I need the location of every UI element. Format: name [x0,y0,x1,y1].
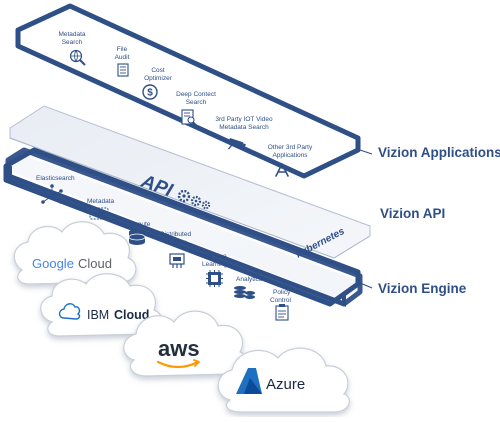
clipboard-icon [275,304,289,321]
engine-item-policy-control: Policy Control [270,289,292,321]
app-item-deep-contect-search: Deep Contect Search [176,91,216,126]
label-vizion-api: Vizion API [380,206,446,221]
engine-item-4-line2: Learning [202,261,228,268]
cloud-google-suffix: Cloud [78,256,112,271]
app-item-0-line2: Search [62,39,83,46]
engine-item-0-line1: Elasticsearch [36,175,75,182]
app-item-cost-optimizer: Cost Optimizer $ [142,67,173,100]
svg-text:$: $ [147,88,153,99]
app-item-5-line2: Applications [272,152,308,159]
applications-layer [15,3,361,179]
engine-frame [3,147,361,307]
app-item-file-audit: File Audit [115,46,130,77]
cloud-aws-label: aws [158,336,200,361]
connector-applications [359,149,373,155]
app-item-other-3rd-party: Other 3rd Party Applications [268,144,313,177]
search-globe-icon [69,49,86,66]
checklist-icon [117,63,129,77]
app-item-2-line2: Optimizer [144,75,173,82]
app-store-icon [275,163,289,177]
metadata-icon [89,207,109,220]
engine-item-distributed-cache: Distributed Cache [160,231,191,268]
engine-item-5-line1: Analytics [236,276,263,283]
cloud-ibm-suffix: Cloud [114,308,149,322]
ibm-cloud-icon [58,303,81,320]
label-vizion-applications: Vizion Applications [378,145,500,160]
engine-item-2-line1: Compute [124,221,151,228]
app-item-0-line1: Metadata [58,31,85,38]
engine-item-analytics: Analytics [234,276,263,299]
cloud-ibm [40,273,163,337]
app-item-3-line1: Deep Contect [176,91,216,98]
app-item-5-line1: Other 3rd Party [268,144,313,151]
azure-logo-icon [236,368,262,394]
app-item-1-line1: File [117,46,128,53]
dollar-icon: $ [142,84,158,100]
stacked-disks-icon [234,286,255,299]
label-vizion-engine: Vizion Engine [378,281,467,296]
gear-icon-tiny [201,200,211,210]
app-item-1-line2: Audit [115,54,130,61]
engine-item-3-line1: Distributed [160,231,191,238]
app-item-4-line2: Metadata Search [219,124,269,131]
app-item-3-line2: Search [186,99,207,106]
engine-item-machine-learning: Machine Learning [202,253,228,287]
connector-engine [357,281,373,289]
engine-item-4-line1: Machine [202,253,227,260]
engine-item-compute: Compute [124,221,151,245]
engine-item-metadata: Metadata [87,198,114,220]
engine-item-3-line2: Cache [168,239,187,246]
cloud-google-prefix: Google [32,256,74,271]
engine-item-elasticsearch: Elasticsearch [36,175,75,204]
gear-icon-small [190,195,202,207]
aws-smile-icon [156,360,200,369]
cloud-azure-label: Azure [266,376,305,393]
gear-icon [177,189,191,203]
database-icon [128,229,146,245]
camera-icon [228,138,246,150]
app-item-2-line1: Cost [151,67,165,74]
cloud-aws [123,310,249,377]
engine-item-6-line2: Control [270,297,292,304]
app-item-metadata-search: Metadata Search [58,31,86,66]
engine-item-1-line1: Metadata [87,198,114,205]
api-layer [9,105,371,259]
network-icon [41,184,63,204]
app-item-4-line1: 3rd Party IOT Video [215,116,273,123]
cloud-ibm-prefix: IBM [87,308,109,322]
cache-icon [169,253,185,268]
engine-item-6-line1: Policy [273,289,291,296]
chip-icon [206,270,223,287]
app-item-iot-video: 3rd Party IOT Video Metadata Search [215,116,273,150]
cloud-google [13,221,137,285]
cloud-azure [217,347,351,413]
document-search-icon [181,109,197,126]
